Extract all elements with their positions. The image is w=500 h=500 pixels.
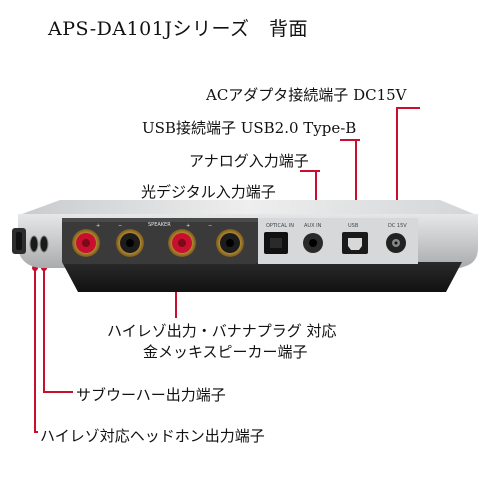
headphone-jack <box>29 235 39 253</box>
usb-text: USB <box>348 223 359 229</box>
speaker-terminal-right-minus <box>216 229 244 257</box>
plus-r-text: + <box>186 223 190 229</box>
device-top-surface <box>22 200 474 214</box>
subwoofer-jack <box>39 235 49 253</box>
speaker-terminal-right-plus <box>168 229 196 257</box>
optical-text: OPTICAL IN <box>266 223 294 229</box>
speaker-terminal-label-1: ハイレゾ出力・バナナプラグ 対応 <box>107 322 337 340</box>
device-base <box>62 262 462 292</box>
subwoofer-label: サブウーハー出力端子 <box>76 386 226 404</box>
headphone-leader-vertical <box>34 268 36 432</box>
speaker-terminal-left-plus <box>72 229 100 257</box>
speaker-text: SPEAKER <box>148 222 171 228</box>
usb-leader-vertical <box>355 139 357 225</box>
minus-l-text: − <box>118 223 122 229</box>
analog-leader-horizontal <box>300 170 320 172</box>
analog-in-label: アナログ入力端子 <box>189 152 309 170</box>
page-title: APS-DA101Jシリーズ 背面 <box>48 18 309 40</box>
ac-leader-vertical <box>396 107 398 225</box>
optical-in-label: 光デジタル入力端子 <box>141 183 276 201</box>
sub-leader-vertical <box>43 268 45 392</box>
ac-adapter-label: ACアダプタ接続端子 DC15V <box>206 86 407 104</box>
headphone-leader-horizontal <box>34 431 38 433</box>
usb-label: USB接続端子 USB2.0 Type-B <box>142 119 357 137</box>
sub-leader-horizontal <box>43 391 73 393</box>
ac-leader-horizontal <box>396 107 420 109</box>
minus-r-text: − <box>208 223 212 229</box>
headphone-leader-dot <box>32 265 38 271</box>
speaker-terminal-label-2: 金メッキスピーカー端子 <box>143 343 308 361</box>
terminal-plate <box>62 218 258 264</box>
plus-l-text: + <box>96 223 100 229</box>
usb-leader-horizontal <box>340 139 360 141</box>
headphone-label: ハイレゾ対応ヘッドホン出力端子 <box>40 427 265 445</box>
analog-leader-vertical <box>315 170 317 225</box>
aux-text: AUX IN <box>304 223 322 229</box>
speaker-terminal-left-minus <box>116 229 144 257</box>
dc-text: DC 15V <box>388 223 407 229</box>
